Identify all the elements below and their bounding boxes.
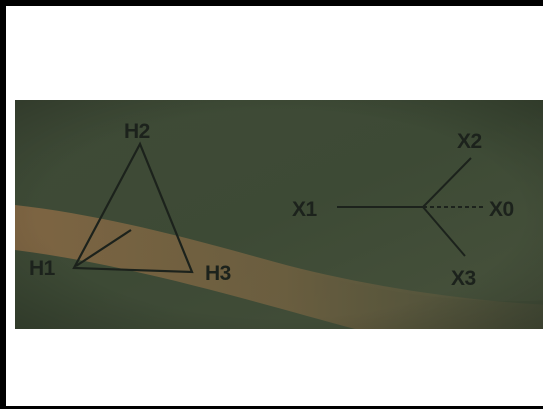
delta-triangle xyxy=(72,141,194,274)
delta-diagram: H2 H1 H3 xyxy=(29,120,231,285)
label-x2: X2 xyxy=(457,130,482,153)
label-h2: H2 xyxy=(124,120,150,143)
wye-diagram: X1 X2 X0 X3 xyxy=(292,130,514,290)
label-x3: X3 xyxy=(451,267,476,290)
label-h1: H1 xyxy=(29,257,56,280)
label-x0: X0 xyxy=(489,198,514,221)
wye-leg-x2 xyxy=(422,157,472,208)
label-h3: H3 xyxy=(205,262,231,285)
nameplate-photo: H2 H1 H3 X1 X2 X0 X3 xyxy=(15,100,543,329)
delta-neutral-stub xyxy=(75,229,132,267)
wye-leg-x3 xyxy=(422,206,466,257)
label-x1: X1 xyxy=(292,198,318,221)
